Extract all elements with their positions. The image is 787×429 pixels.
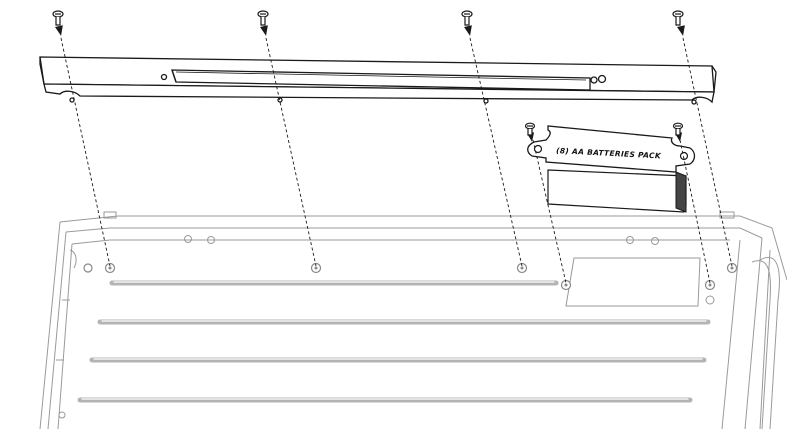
assembly-lines	[60, 37, 733, 284]
battery-pack: (8) AA BATTERIES PACK	[527, 125, 696, 213]
screw-icon	[524, 122, 536, 136]
screw-icon	[461, 10, 473, 26]
arrow-up-icon	[677, 25, 685, 36]
assembly-line-3	[469, 37, 523, 267]
base-screw-holes	[83, 262, 738, 291]
assembly-line-6	[679, 139, 711, 284]
screw-icon	[672, 122, 684, 136]
top-rail-bracket	[39, 56, 717, 105]
screws	[52, 10, 684, 136]
screw-icon	[52, 10, 64, 26]
assembly-line-4	[682, 37, 733, 267]
arrow-up-icon	[464, 25, 472, 36]
arrow-up-icon	[260, 25, 268, 36]
assembly-line-5	[532, 139, 567, 284]
screw-icon	[257, 10, 269, 26]
base-ribs-highlight	[81, 281, 707, 400]
base-ribs	[77, 280, 711, 403]
battery-pack-plate	[527, 125, 696, 173]
screw-icon	[672, 10, 684, 26]
arrow-up-icon	[55, 25, 63, 36]
assembly-line-1	[60, 37, 111, 267]
base-panel	[39, 211, 787, 429]
assembly-line-2	[265, 37, 317, 267]
